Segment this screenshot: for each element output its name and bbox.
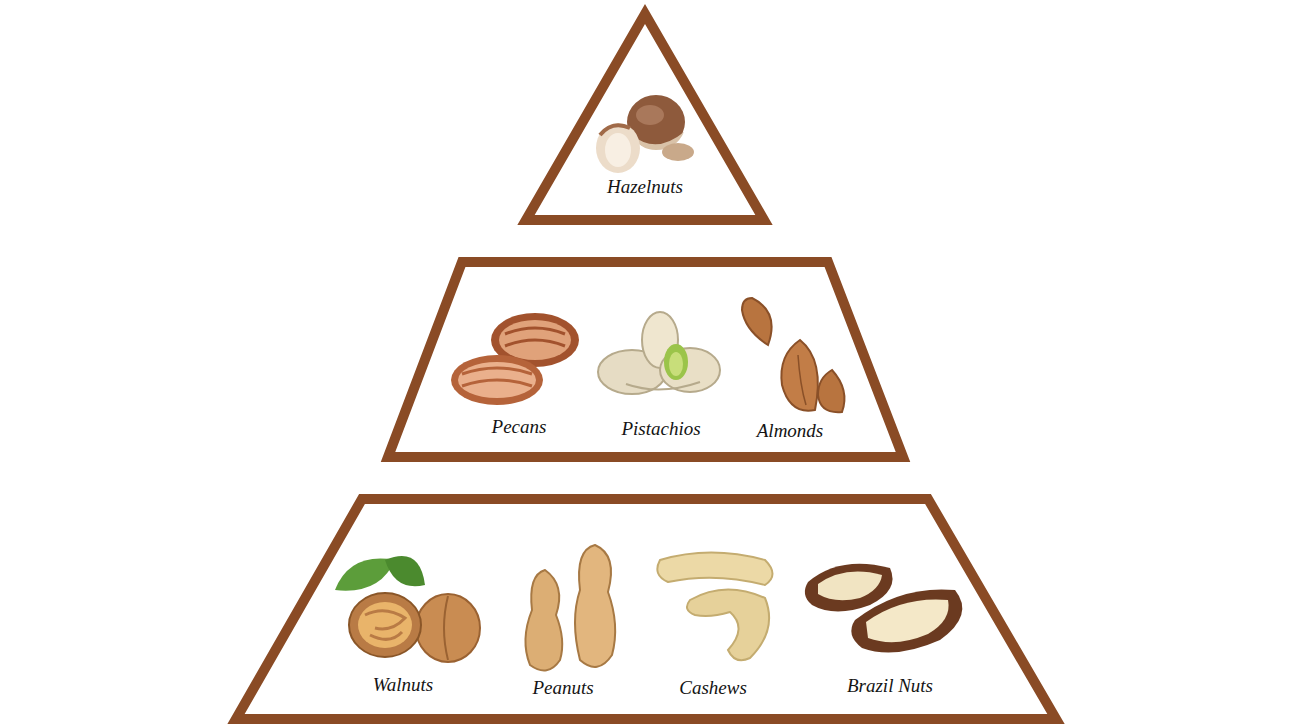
nut-name: Almonds xyxy=(757,420,824,443)
nut-name: Hazelnuts xyxy=(607,176,683,199)
peanut-picture xyxy=(525,545,615,670)
trapezoid-band: Walnuts Peanuts Cashews Brazil Nuts xyxy=(226,490,1066,727)
cashew-picture xyxy=(657,553,772,661)
hazelnut-picture xyxy=(596,95,694,173)
band-outline xyxy=(505,0,785,232)
nut-name: Pecans xyxy=(492,416,547,439)
pecan-picture xyxy=(451,313,579,405)
pistachio-picture xyxy=(598,312,720,394)
nut-name: Walnuts xyxy=(373,674,434,697)
brazil-nut-picture xyxy=(805,564,962,653)
nut-name: Brazil Nuts xyxy=(847,675,933,698)
band-outline xyxy=(226,490,1066,727)
triangle-band: Hazelnuts xyxy=(505,0,785,232)
nut-name: Cashews xyxy=(679,677,747,700)
walnut-picture xyxy=(335,556,480,662)
nut-name: Pistachios xyxy=(621,418,700,441)
trapezoid-band: Pecans Pistachios Almonds xyxy=(378,254,912,466)
almond-picture xyxy=(742,298,844,412)
nut-name: Peanuts xyxy=(532,677,593,700)
